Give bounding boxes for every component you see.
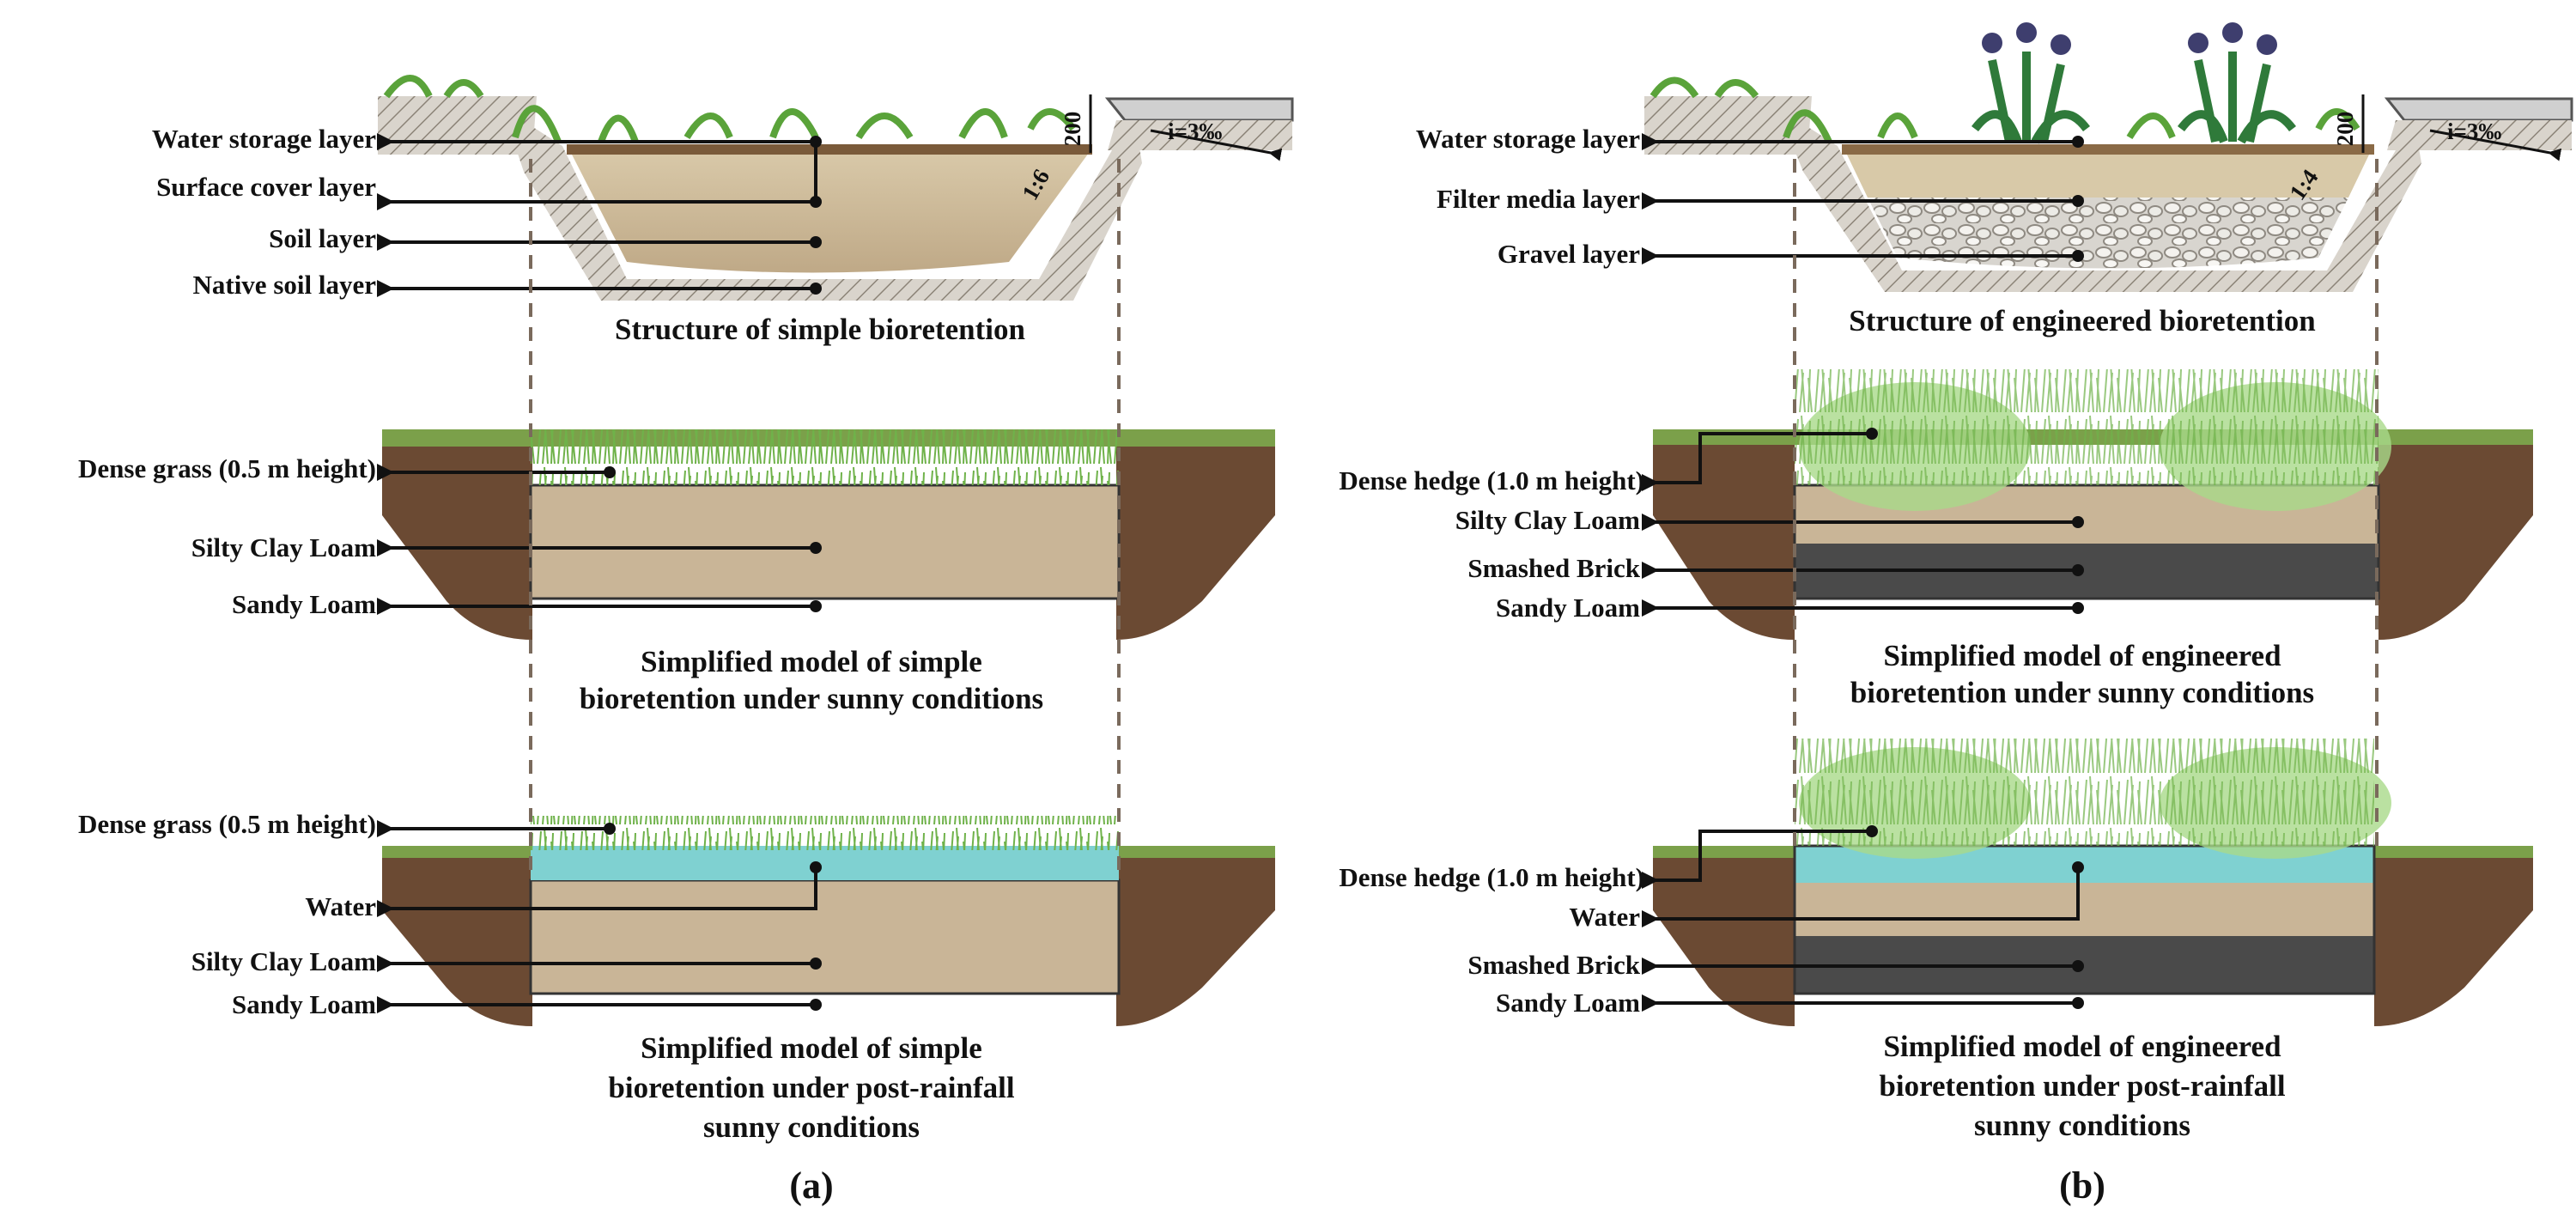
soil-block-a-sunny	[529, 483, 1121, 600]
ground-strip-a-sunny	[382, 429, 532, 640]
leader-lines-b-post	[1642, 830, 2080, 1012]
caption-b-post-3: sunny conditions	[1974, 1109, 2190, 1142]
ground-strip-b-post-r	[2374, 846, 2533, 1026]
surface-b	[1842, 144, 2374, 155]
label-soil-layer-a: Soil layer	[269, 223, 376, 253]
label-hedge-b-post: Dense hedge (1.0 m height)	[1339, 862, 1644, 892]
label-sandy-a-sunny: Sandy Loam	[232, 589, 376, 619]
soil-block-a-post	[529, 879, 1121, 995]
surface-cover-layer-a	[567, 144, 1092, 155]
ground-strip-a-post	[382, 846, 532, 1026]
caption-b-post-2: bioretention under post-rainfall	[1879, 1069, 2285, 1103]
ground-strip-a-sunny-r	[1116, 429, 1275, 640]
label-brick-b-post: Smashed Brick	[1467, 950, 1640, 980]
water-a-post	[531, 846, 1119, 880]
leader-dots-b-sunny	[1866, 428, 2084, 614]
dashed-guides-b	[1793, 159, 2379, 846]
panel-a-structure: i=3‰ 200 1:6 Water storage layer Surface…	[152, 75, 1294, 346]
road-base-a	[1108, 120, 1292, 150]
leader-dots-a-post	[604, 823, 822, 1011]
native-soil-hatch-a	[502, 107, 1142, 301]
caption-a-post-3: sunny conditions	[703, 1110, 920, 1144]
grass-a-post	[531, 816, 1119, 850]
leader-dots-a-sunny	[604, 466, 822, 612]
caption-a-post-2: bioretention under post-rainfall	[608, 1071, 1014, 1104]
dim-height-a: 200	[1060, 112, 1085, 147]
caption-a-sunny-1: Simplified model of simple	[641, 645, 982, 678]
label-native-soil-a: Native soil layer	[192, 270, 376, 300]
soil-layer-a	[571, 153, 1089, 273]
ground-strip-b-sunny-r	[2379, 429, 2533, 640]
label-hedge-b-sunny: Dense hedge (1.0 m height)	[1339, 465, 1644, 495]
hedge-b-post	[1795, 739, 2391, 859]
leader-dots-b-structure	[2072, 136, 2084, 262]
label-sandy-b-post: Sandy Loam	[1496, 988, 1640, 1018]
hedge-b-sunny	[1795, 369, 2391, 511]
panel-b-sunny: Dense hedge (1.0 m height) Silty Clay Lo…	[1339, 369, 2533, 709]
gravel-layer-b	[1868, 198, 2348, 269]
label-brick-b-sunny: Smashed Brick	[1467, 553, 1640, 583]
dashed-guides-a	[529, 159, 1121, 880]
label-grass-a-sunny: Dense grass (0.5 m height)	[78, 453, 376, 483]
label-surface-cover-a: Surface cover layer	[156, 172, 376, 202]
caption-b-sunny-2: bioretention under sunny conditions	[1850, 676, 2314, 709]
label-water-a-post: Water	[305, 891, 376, 921]
slope-arrow-a	[1150, 129, 1283, 161]
caption-structure-b: Structure of engineered bioretention	[1849, 304, 2315, 337]
soil-b-post	[1795, 883, 2374, 936]
road-b	[2384, 97, 2573, 122]
grass-a-sunny	[531, 429, 1119, 485]
label-water-b-post: Water	[1569, 902, 1640, 932]
label-sandy-a-post: Sandy Loam	[232, 989, 376, 1019]
panel-a-sunny: Dense grass (0.5 m height) Silty Clay Lo…	[78, 429, 1275, 715]
dim-height-b: 200	[2332, 112, 2358, 147]
plants-b	[1649, 76, 2360, 143]
label-silty-b-sunny: Silty Clay Loam	[1455, 505, 1640, 535]
native-soil-hatch-b	[1777, 107, 2421, 292]
panel-b-post-rain: Dense hedge (1.0 m height) Water Smashed…	[1339, 739, 2533, 1142]
ground-strip-b-post	[1653, 846, 1795, 1026]
leader-lines-a-sunny	[377, 464, 816, 615]
caption-b-sunny-1: Simplified model of engineered	[1883, 639, 2281, 672]
label-grass-a-post: Dense grass (0.5 m height)	[78, 809, 376, 839]
label-filter-media-b: Filter media layer	[1437, 184, 1640, 214]
label-gravel-b: Gravel layer	[1498, 239, 1640, 269]
label-water-storage-a: Water storage layer	[152, 124, 376, 154]
road-base-b	[2387, 120, 2572, 150]
road-a	[1104, 97, 1294, 122]
filter-media-b	[1846, 153, 2370, 198]
slope-grade-b: i=3‰	[2447, 119, 2501, 144]
leader-dots-b-post	[1866, 825, 2084, 1009]
leader-lines-b-structure	[1642, 133, 2078, 264]
caption-structure-a: Structure of simple bioretention	[615, 313, 1025, 346]
label-silty-a-sunny: Silty Clay Loam	[191, 532, 376, 562]
ground-strip-a-post-r	[1116, 846, 1275, 1026]
panel-a-post-rain: Dense grass (0.5 m height) Water Silty C…	[78, 809, 1275, 1144]
leader-lines-b-sunny	[1642, 432, 2078, 617]
iris-plants-b	[1971, 22, 2296, 144]
label-silty-a-post: Silty Clay Loam	[191, 946, 376, 976]
panel-label-b: (b)	[2059, 1164, 2105, 1207]
caption-a-post-1: Simplified model of simple	[641, 1031, 982, 1065]
label-sandy-b-sunny: Sandy Loam	[1496, 593, 1640, 623]
leader-dots-a-structure	[810, 136, 822, 295]
panel-b-structure: i=3‰ 200 1:4 Water storage layer Filter …	[1416, 22, 2573, 337]
panel-label-a: (a)	[789, 1164, 833, 1207]
caption-b-post-1: Simplified model of engineered	[1883, 1030, 2281, 1063]
slope-grade-a: i=3‰	[1168, 119, 1222, 144]
leader-lines-a-post	[377, 820, 817, 1013]
label-water-storage-b: Water storage layer	[1416, 124, 1640, 154]
slope-arrow-b	[2429, 129, 2562, 161]
caption-a-sunny-2: bioretention under sunny conditions	[580, 682, 1043, 715]
plants-a	[383, 75, 1077, 143]
